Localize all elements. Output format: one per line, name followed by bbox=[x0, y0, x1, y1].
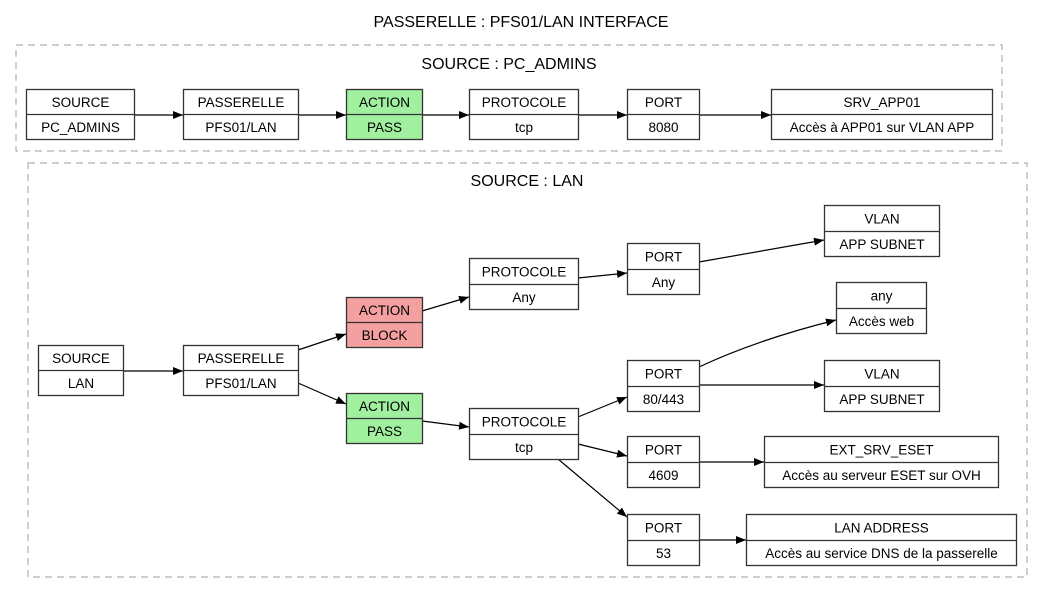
node-l-vlan2: VLAN APP SUBNET bbox=[823, 359, 941, 413]
node-a-proto: PROTOCOLE tcp bbox=[468, 88, 580, 141]
node-l-port-web: PORT 80/443 bbox=[626, 359, 701, 413]
node-header: VLAN bbox=[864, 211, 899, 226]
node-value: APP SUBNET bbox=[839, 237, 924, 252]
node-l-eset: EXT_SRV_ESET Accès au serveur ESET sur OV… bbox=[763, 435, 1000, 489]
node-header: any bbox=[871, 288, 893, 303]
node-value: PC_ADMINS bbox=[41, 120, 120, 135]
node-header: PORT bbox=[645, 366, 682, 381]
node-value: BLOCK bbox=[362, 328, 408, 343]
edge-l-port-any-to-l-vlan1 bbox=[698, 237, 825, 263]
cluster-border bbox=[15, 44, 1003, 152]
node-value: tcp bbox=[515, 440, 533, 455]
node-a-gw: PASSERELLE PFS01/LAN bbox=[182, 88, 300, 141]
node-l-gw: PASSERELLE PFS01/LAN bbox=[182, 344, 300, 397]
node-value: 80/443 bbox=[643, 392, 684, 407]
node-l-vlan1: VLAN APP SUBNET bbox=[823, 204, 941, 258]
node-value: Any bbox=[652, 275, 676, 290]
cluster-lan: SOURCE : LAN bbox=[27, 162, 1028, 578]
node-value: Accès au serveur ESET sur OVH bbox=[782, 468, 981, 483]
edge-l-proto-tcp-to-l-port-53 bbox=[557, 458, 628, 518]
node-l-port-4609: PORT 4609 bbox=[626, 435, 701, 489]
node-value: tcp bbox=[515, 120, 533, 135]
node-value: Accès web bbox=[849, 314, 914, 329]
node-value: Any bbox=[512, 290, 536, 305]
node-header: PROTOCOLE bbox=[482, 264, 567, 279]
node-header: LAN ADDRESS bbox=[834, 520, 929, 535]
node-a-port: PORT 8080 bbox=[626, 88, 701, 141]
node-header: ACTION bbox=[359, 399, 410, 414]
node-value: 8080 bbox=[648, 120, 678, 135]
node-value: APP SUBNET bbox=[839, 392, 924, 407]
node-l-port-any: PORT Any bbox=[626, 242, 701, 296]
node-value: Accès à APP01 sur VLAN APP bbox=[790, 120, 975, 135]
node-value: 4609 bbox=[648, 468, 678, 483]
edge-l-proto-tcp-to-l-port-web bbox=[577, 396, 628, 418]
node-header: ACTION bbox=[359, 95, 410, 110]
edge-l-block-to-l-proto-any bbox=[421, 296, 470, 312]
node-header: VLAN bbox=[864, 366, 899, 381]
node-value: PFS01/LAN bbox=[205, 376, 276, 391]
node-header: PASSERELLE bbox=[198, 351, 285, 366]
edge-l-gw-to-l-block bbox=[297, 333, 347, 351]
cluster-border bbox=[27, 162, 1028, 578]
cluster-pc-admins: SOURCE : PC_ADMINS bbox=[15, 44, 1003, 152]
node-value: Accès au service DNS de la passerelle bbox=[765, 546, 998, 561]
node-header: PORT bbox=[645, 520, 682, 535]
node-l-pass: ACTION PASS bbox=[345, 392, 424, 445]
node-header: SOURCE bbox=[52, 95, 110, 110]
node-l-src: SOURCE LAN bbox=[37, 344, 125, 397]
node-header: PROTOCOLE bbox=[482, 95, 567, 110]
edge-l-proto-any-to-l-port-any bbox=[577, 270, 628, 279]
node-header: PROTOCOLE bbox=[482, 414, 567, 429]
cluster-title: SOURCE : PC_ADMINS bbox=[421, 56, 596, 73]
edge-l-gw-to-l-pass bbox=[297, 382, 347, 405]
edge-l-proto-tcp-to-l-port-4609 bbox=[577, 443, 628, 458]
node-value: LAN bbox=[68, 376, 94, 391]
node-a-act: ACTION PASS bbox=[345, 88, 424, 141]
node-header: PORT bbox=[645, 249, 682, 264]
node-value: PASS bbox=[367, 424, 402, 439]
node-l-port-53: PORT 53 bbox=[626, 513, 701, 567]
node-header: PASSERELLE bbox=[198, 95, 285, 110]
node-header: SOURCE bbox=[52, 351, 110, 366]
edge-l-pass-to-l-proto-tcp bbox=[421, 420, 470, 430]
node-l-dns: LAN ADDRESS Accès au service DNS de la pa… bbox=[745, 513, 1018, 567]
node-l-proto-tcp: PROTOCOLE tcp bbox=[468, 407, 580, 461]
node-header: ACTION bbox=[359, 303, 410, 318]
node-header: PORT bbox=[645, 95, 682, 110]
node-a-src: SOURCE PC_ADMINS bbox=[25, 88, 136, 141]
node-l-proto-any: PROTOCOLE Any bbox=[468, 257, 580, 311]
cluster-title: SOURCE : LAN bbox=[471, 173, 584, 190]
node-header: SRV_APP01 bbox=[843, 95, 920, 110]
node-header: PORT bbox=[645, 442, 682, 457]
node-l-block: ACTION BLOCK bbox=[345, 296, 424, 349]
diagram-title: PASSERELLE : PFS01/LAN INTERFACE bbox=[374, 14, 669, 31]
node-header: EXT_SRV_ESET bbox=[829, 442, 933, 457]
node-value: PASS bbox=[367, 120, 402, 135]
node-value: 53 bbox=[656, 546, 671, 561]
node-value: PFS01/LAN bbox=[205, 120, 276, 135]
edge-l-port-web-to-l-anyweb bbox=[698, 318, 837, 368]
